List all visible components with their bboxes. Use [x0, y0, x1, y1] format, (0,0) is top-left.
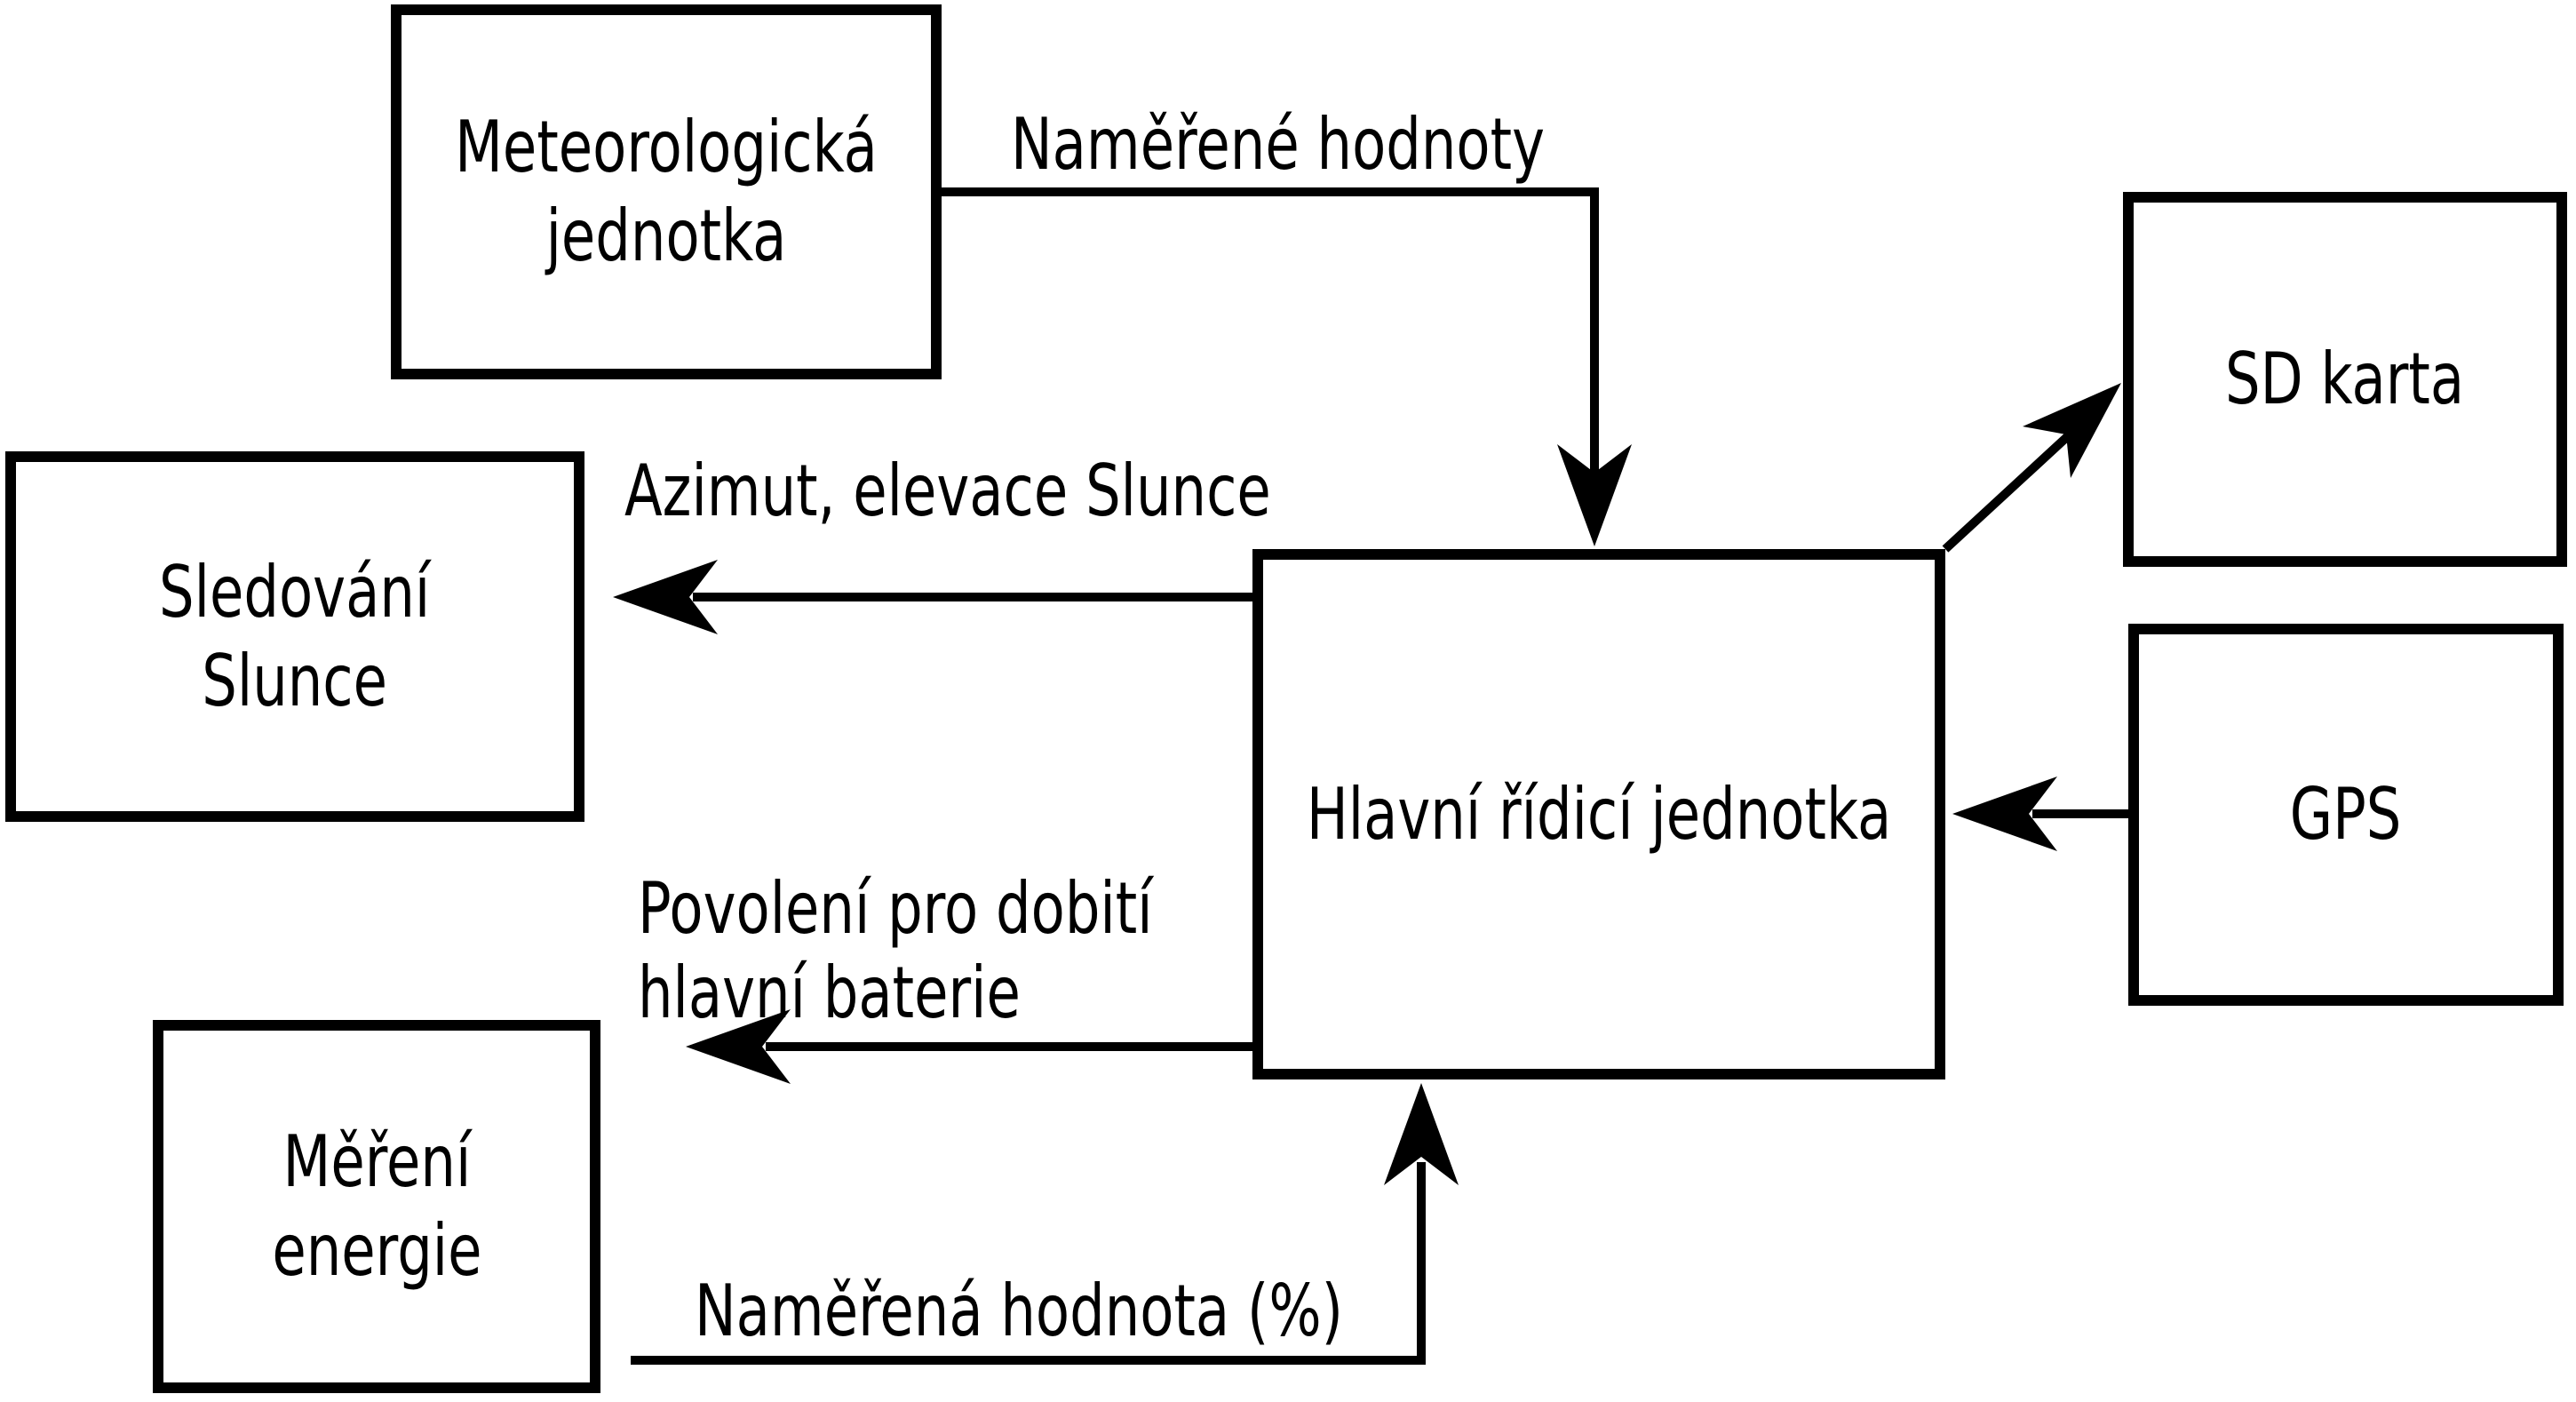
box-gps: GPS [2128, 624, 2564, 1006]
edge-azimut-arrowhead [613, 560, 718, 634]
edge-label-namerena-hodnota: Naměřená hodnota (%) [695, 1270, 1343, 1352]
edge-sd-line [1942, 431, 2073, 553]
edge-povoleni-arrowhead [686, 1009, 791, 1084]
edge-namerena-hodnota-line [631, 1162, 1426, 1365]
box-sledovani-slunce: Sledování Slunce [5, 451, 584, 822]
edge-label-povoleni-pro-dobiti: Povolení pro dobití hlavní baterie [638, 867, 1153, 1034]
box-sledovani-slunce-label: Sledování Slunce [159, 550, 431, 722]
box-hlavni-ridici-jednotka: Hlavní řídicí jednotka [1252, 549, 1945, 1079]
edge-label-azimut-elevace-slunce: Azimut, elevace Slunce [624, 450, 1271, 532]
box-mereni-energie-label: Měření energie [271, 1120, 482, 1292]
box-hlavni-ridici-jednotka-label: Hlavní řídicí jednotka [1306, 772, 1892, 856]
box-meteorologicka-jednotka-label: Meteorologická jednotka [455, 106, 878, 277]
edge-sd-arrowhead [2023, 383, 2121, 478]
edge-namerene-hodnoty-arrowhead [1557, 444, 1632, 546]
edge-label-namerene-hodnoty: Naměřené hodnoty [1011, 103, 1546, 186]
edge-namerene-hodnoty-line [940, 187, 1599, 478]
box-mereni-energie: Měření energie [153, 1020, 600, 1393]
box-sd-karta: SD karta [2123, 192, 2567, 567]
edge-gps-arrowhead [1952, 777, 2057, 851]
edge-namerena-hodnota-arrowhead [1384, 1083, 1459, 1185]
box-meteorologicka-jednotka: Meteorologická jednotka [391, 4, 942, 379]
box-gps-label: GPS [2290, 773, 2402, 856]
box-sd-karta-label: SD karta [2225, 338, 2465, 420]
